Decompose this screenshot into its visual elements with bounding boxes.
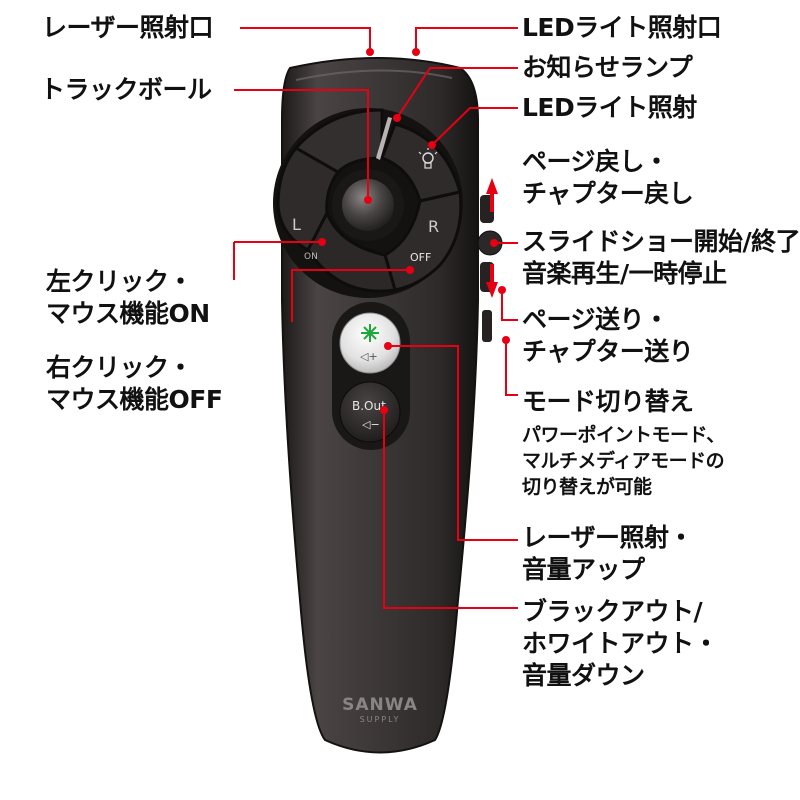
lower-buttons: ◁+ B.Out ◁−	[332, 302, 410, 450]
brand-logo: SANWA SUPPLY	[342, 695, 418, 724]
label-mode-switch: モード切り替え	[522, 387, 694, 416]
button-l-label: L	[292, 215, 301, 234]
volume-down-symbol: ◁−	[362, 418, 380, 431]
laser-star-icon	[361, 324, 379, 342]
laser-volume-up-button[interactable]	[339, 312, 401, 374]
label-mode-switch-desc: パワーポイントモード、 マルチメディアモードの 切り替えが可能	[522, 424, 725, 498]
button-on-label: ON	[304, 252, 318, 262]
label-led-port: LEDライト照射口	[522, 13, 722, 42]
svg-text:SUPPLY: SUPPLY	[360, 715, 401, 724]
label-left-click: 左クリック・ マウス機能ON	[46, 267, 210, 328]
svg-text:SANWA: SANWA	[342, 695, 418, 715]
label-laser-volume-up: レーザー照射・ 音量アップ	[522, 523, 694, 584]
right-click-button[interactable]	[383, 190, 463, 292]
label-laser-port: レーザー照射口	[42, 13, 214, 42]
label-page-forward: ページ送り・ チャプター送り	[522, 305, 694, 366]
button-off-label: OFF	[410, 251, 431, 264]
left-click-button[interactable]	[276, 146, 341, 253]
label-right-click: 右クリック・ マウス機能OFF	[46, 353, 223, 414]
label-led-button: LEDライト照射	[522, 93, 697, 122]
mode-switch[interactable]	[482, 310, 492, 342]
trackball[interactable]	[342, 179, 394, 231]
callout-dots	[318, 48, 510, 414]
scroll-arrow-icon	[486, 178, 498, 298]
callout-lines	[233, 27, 518, 609]
label-blackout: ブラックアウト/ ホワイトアウト・ 音量ダウン	[522, 597, 719, 690]
led-bulb-icon	[418, 148, 438, 169]
button-r-label: R	[428, 217, 439, 236]
label-indicator-lamp: お知らせランプ	[522, 53, 693, 82]
label-page-back: ページ戻し・ チャプター戻し	[522, 147, 694, 208]
bout-label: B.Out	[352, 399, 386, 413]
volume-up-symbol: ◁+	[360, 350, 378, 363]
label-trackball: トラックボール	[40, 75, 212, 104]
label-slideshow: スライドショー開始/終了・ 音楽再生/一時停止	[522, 227, 800, 288]
